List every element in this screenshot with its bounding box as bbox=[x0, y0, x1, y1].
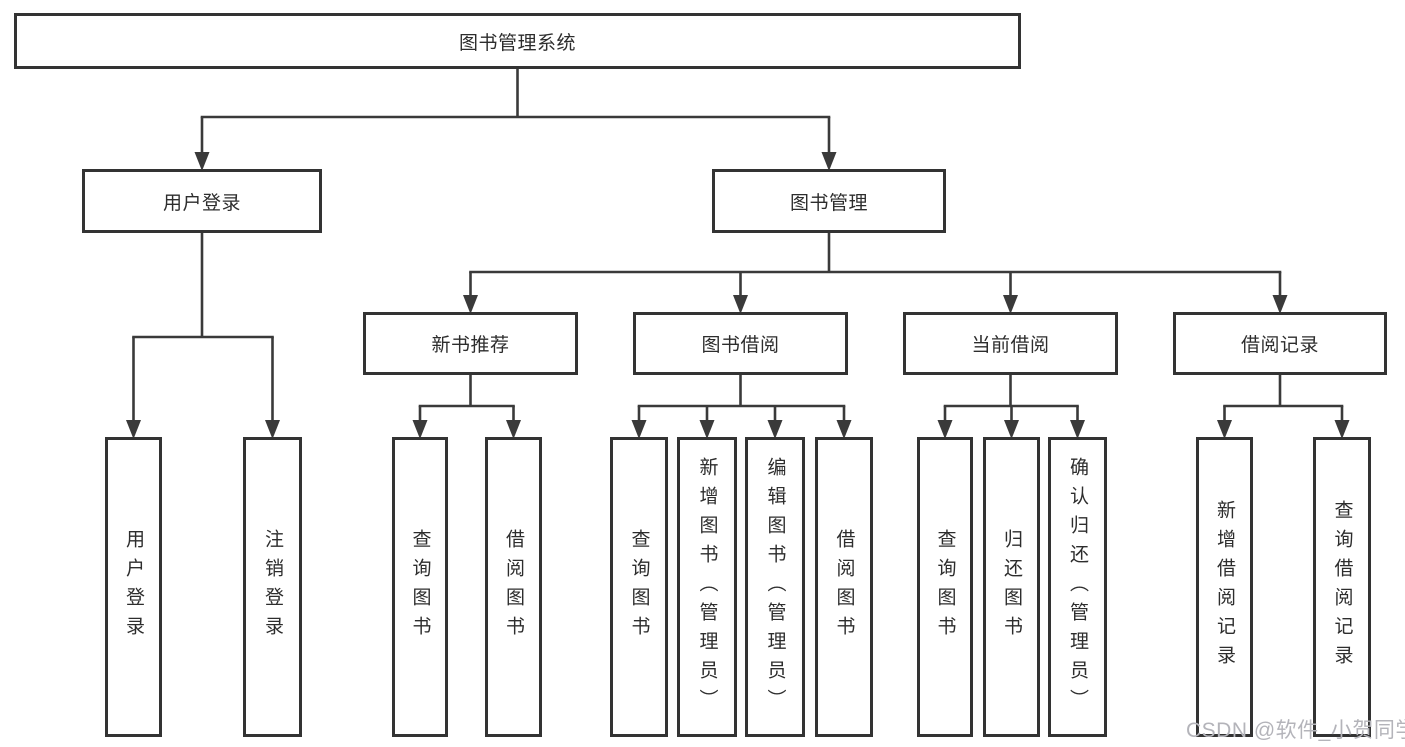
node-borrow: 图书借阅 bbox=[633, 312, 848, 375]
node-label: 编辑图书（管理员） bbox=[764, 456, 786, 718]
node-label: 查询借阅记录 bbox=[1331, 500, 1353, 674]
node-label: 新增图书（管理员） bbox=[696, 456, 718, 718]
node-label: 借阅图书 bbox=[833, 529, 855, 645]
node-label: 查询图书 bbox=[628, 529, 650, 645]
node-label: 查询图书 bbox=[409, 529, 431, 645]
node-label: 归还图书 bbox=[1001, 529, 1022, 645]
node-label: 确认归还（管理员） bbox=[1067, 456, 1088, 718]
node-login-2: 注销登录 bbox=[243, 437, 302, 737]
node-label: 图书管理系统 bbox=[458, 32, 576, 54]
node-rec-1: 查询图书 bbox=[392, 437, 448, 737]
node-current: 当前借阅 bbox=[903, 312, 1118, 375]
node-borrow-4: 借阅图书 bbox=[815, 437, 873, 737]
node-records-1: 新增借阅记录 bbox=[1196, 437, 1253, 737]
node-borrow-3: 编辑图书（管理员） bbox=[745, 437, 805, 737]
node-label: 注销登录 bbox=[262, 529, 283, 645]
node-label: 图书管理 bbox=[789, 192, 868, 214]
node-current-1: 查询图书 bbox=[917, 437, 973, 737]
node-label: 新书推荐 bbox=[431, 335, 510, 356]
node-borrow-1: 查询图书 bbox=[610, 437, 668, 737]
node-label: 借阅记录 bbox=[1240, 335, 1319, 356]
watermark: CSDN @软件_小贺同学 bbox=[1186, 719, 1405, 742]
node-current-2: 归还图书 bbox=[983, 437, 1040, 737]
node-records: 借阅记录 bbox=[1173, 312, 1387, 375]
node-label: 新增借阅记录 bbox=[1214, 500, 1235, 674]
node-login: 用户登录 bbox=[82, 169, 322, 233]
node-label: 借阅图书 bbox=[503, 529, 524, 645]
node-label: 查询图书 bbox=[934, 529, 956, 645]
node-label: 用户登录 bbox=[123, 529, 144, 645]
node-label: 当前借阅 bbox=[971, 335, 1050, 356]
node-rec-2: 借阅图书 bbox=[485, 437, 542, 737]
node-root: 图书管理系统 bbox=[14, 13, 1021, 69]
node-label: 用户登录 bbox=[162, 192, 241, 214]
node-mgmt: 图书管理 bbox=[712, 169, 946, 233]
node-current-3: 确认归还（管理员） bbox=[1048, 437, 1107, 737]
node-borrow-2: 新增图书（管理员） bbox=[677, 437, 737, 737]
node-rec: 新书推荐 bbox=[363, 312, 578, 375]
node-records-2: 查询借阅记录 bbox=[1313, 437, 1371, 737]
node-label: 图书借阅 bbox=[701, 335, 780, 356]
node-login-1: 用户登录 bbox=[105, 437, 162, 737]
